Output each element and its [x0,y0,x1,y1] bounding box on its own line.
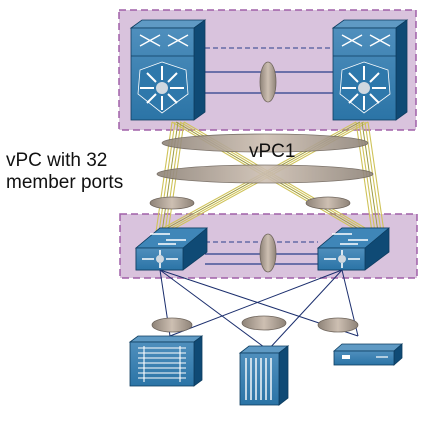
left-access-uplink-oval [149,196,195,210]
vpc1-label: vPC1 [249,141,296,162]
core-peer-portchannel-oval [259,61,277,103]
blade-chassis-icon [128,335,204,387]
access-peer-portchannel-oval [259,233,277,273]
server-portchannel-ovals [151,315,359,333]
core-switch-left [129,19,207,121]
access-switch-right [316,227,391,271]
vpc-member-ports-label-line1: vPC with 32 [6,150,108,171]
access-peer-link [205,233,318,273]
vpc-portchannel-ovals [149,133,374,210]
server-right-oval [317,317,359,333]
appliance-server-icon [332,343,404,366]
vpc1-middle-oval [156,164,374,184]
nexus-5000-icon [134,227,209,271]
nexus-7000-icon [129,19,207,121]
server-blade-chassis [128,335,204,387]
access-switch-left [134,227,209,271]
right-access-uplink-oval [305,196,351,210]
vpc1-upper-oval [161,133,369,153]
server-middle-oval [241,315,287,331]
server-left-oval [151,317,193,333]
core-switch-right [331,19,409,121]
vpc-member-ports-label: vPC with 32 member ports [6,150,123,194]
server-appliance [332,343,404,366]
core-peer-link [205,47,333,103]
rack-server-icon [238,345,290,406]
nexus-5000-icon [316,227,391,271]
server-tower [238,345,290,406]
vpc-member-ports-label-line2: member ports [6,172,124,193]
nexus-7000-icon [331,19,409,121]
